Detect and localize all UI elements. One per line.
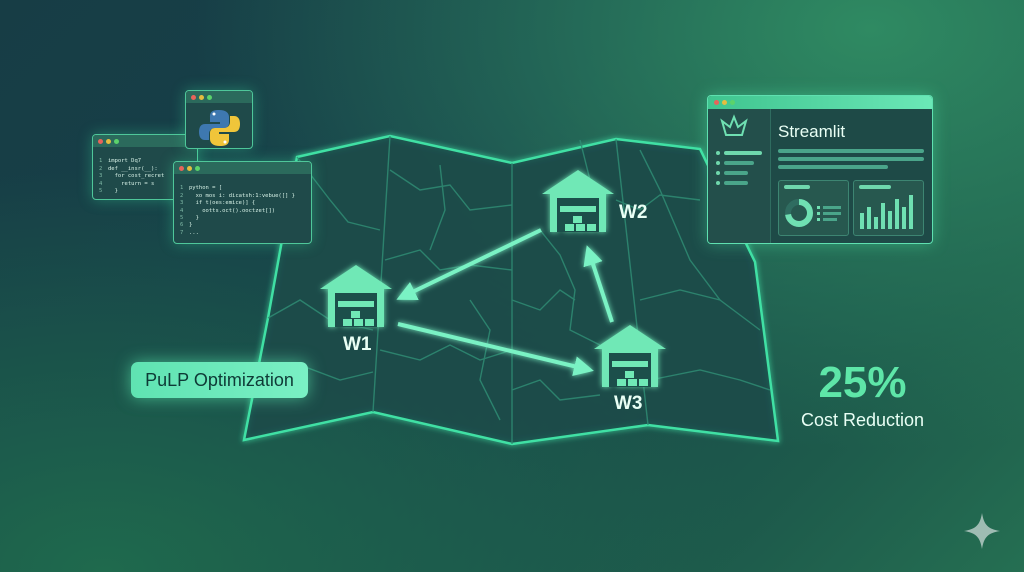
code-line: 4 return = s	[99, 180, 155, 187]
close-dot-icon	[98, 138, 103, 144]
text-line-placeholder	[778, 165, 888, 169]
sidebar-bullet-icon	[716, 171, 720, 175]
window-titlebar	[186, 91, 252, 103]
minimize-dot-icon	[722, 100, 727, 105]
streamlit-dashboard-window: Streamlit	[707, 95, 933, 244]
folded-map	[242, 134, 780, 446]
code-line: 3 for cost_recret	[99, 173, 165, 180]
card-title-placeholder	[784, 185, 810, 189]
streamlit-title: Streamlit	[778, 122, 846, 141]
warehouse-w3-icon	[594, 325, 666, 387]
sparkle-icon	[964, 513, 1000, 549]
sidebar-item[interactable]	[724, 151, 762, 155]
flow-arrows	[396, 228, 614, 376]
sidebar-item[interactable]	[724, 161, 754, 165]
arrow-w2-to-w1	[396, 228, 542, 301]
code-line: 6}	[180, 222, 193, 229]
sidebar-bullet-icon	[716, 161, 720, 165]
code-line: 7...	[180, 229, 199, 236]
warehouse-w2-label: W2	[619, 202, 648, 223]
maximize-dot-icon	[730, 100, 735, 105]
bar-chart-card	[853, 180, 924, 236]
minimize-dot-icon	[199, 94, 204, 100]
text-line-placeholder	[778, 157, 924, 161]
window-titlebar	[174, 162, 311, 174]
streamlit-sidebar	[708, 109, 771, 243]
text-line-placeholder	[778, 149, 924, 153]
python-logo-icon	[199, 110, 240, 146]
sidebar-item[interactable]	[724, 171, 748, 175]
metric-value: 25%	[818, 358, 907, 407]
code-line: 5 }	[180, 215, 199, 222]
warehouse-w1-icon	[320, 265, 392, 327]
metric-caption: Cost Reduction	[800, 410, 925, 430]
card-title-placeholder	[859, 185, 891, 189]
python-window	[185, 90, 253, 149]
warehouse-w1-label: W1	[343, 334, 372, 355]
sidebar-bullet-icon	[716, 151, 720, 155]
close-dot-icon	[191, 94, 196, 100]
minimize-dot-icon	[106, 138, 111, 144]
arrow-w1-to-w3	[397, 322, 594, 376]
bar-chart-icon	[860, 195, 913, 229]
code-line: 4 ootts.oct().ooctzet[])	[180, 207, 276, 214]
code-line: 2 xo mos i: dicatsh:1:vebue([] }	[180, 192, 295, 199]
warehouse-w2-icon	[542, 170, 614, 232]
cost-reduction-metric: 25% Cost Reduction	[790, 358, 935, 431]
sidebar-item[interactable]	[724, 181, 748, 185]
donut-chart-icon	[785, 199, 841, 227]
close-dot-icon	[179, 165, 184, 171]
sidebar-bullet-icon	[716, 181, 720, 185]
maximize-dot-icon	[195, 165, 200, 171]
arrow-w3-to-w2	[583, 245, 614, 323]
maximize-dot-icon	[207, 94, 212, 100]
pulp-optimization-label: PuLP Optimization	[131, 362, 308, 398]
maximize-dot-icon	[114, 138, 119, 144]
streamlit-crown-icon	[720, 114, 748, 136]
close-dot-icon	[714, 100, 719, 105]
code-line: 5 }	[99, 188, 118, 195]
minimize-dot-icon	[187, 165, 192, 171]
window-titlebar	[93, 135, 197, 147]
donut-chart-card	[778, 180, 849, 236]
warehouse-w3-label: W3	[614, 393, 643, 414]
window-titlebar	[708, 96, 932, 109]
code-line: 3 if t(oes:emice)] {	[180, 200, 256, 207]
